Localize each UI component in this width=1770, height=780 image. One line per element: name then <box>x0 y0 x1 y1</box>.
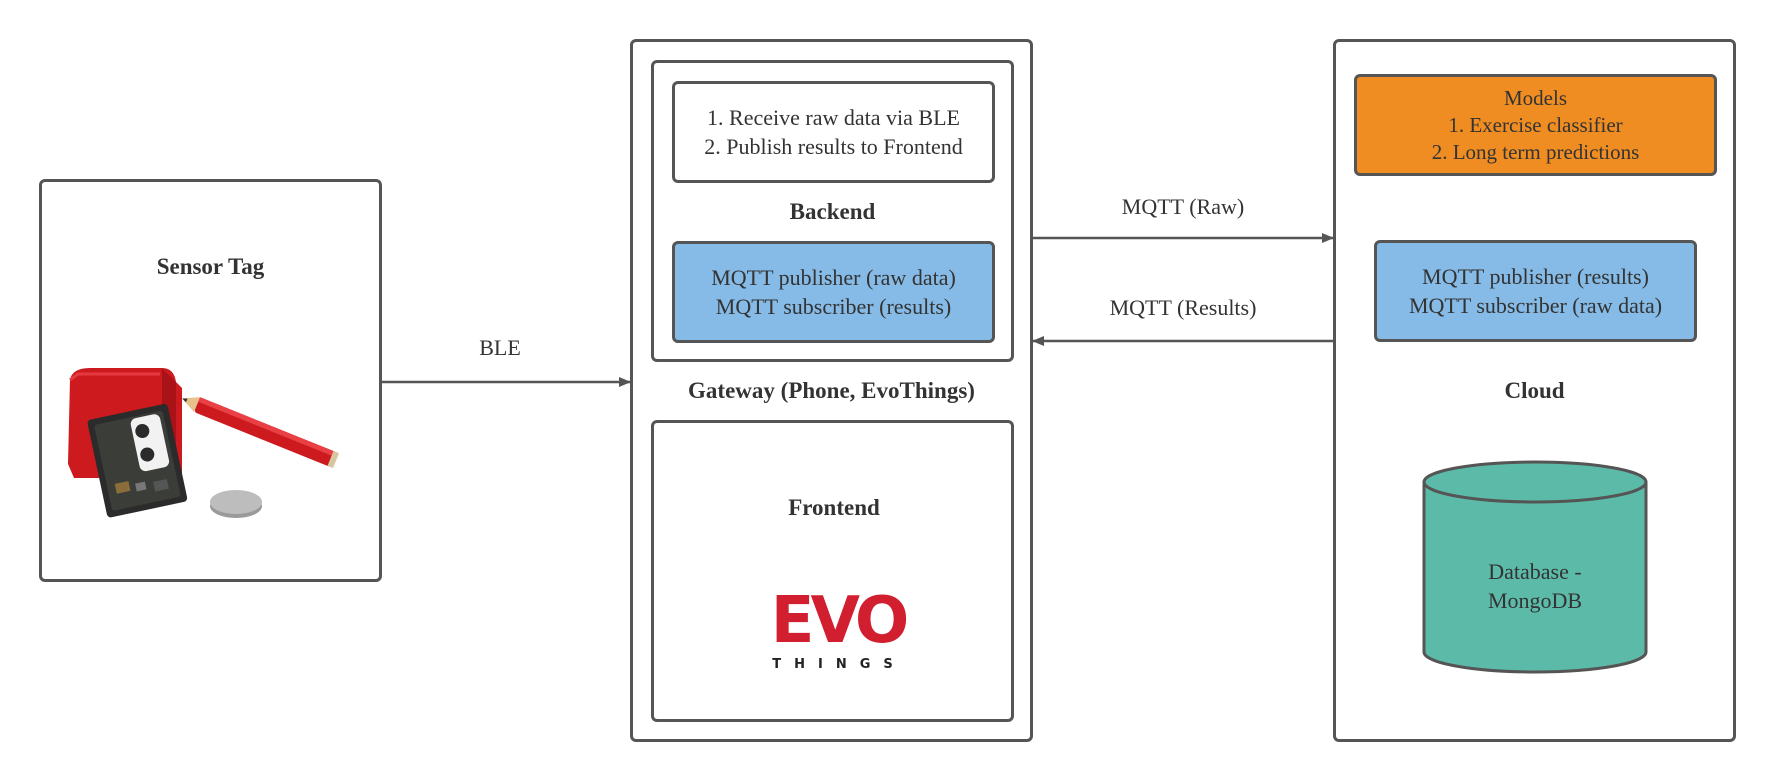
evothings-logo-sub: THINGS <box>772 657 906 672</box>
cloud-mqtt-publisher: MQTT publisher (results) <box>1422 264 1649 289</box>
frontend-title: Frontend <box>788 495 880 520</box>
backend-title: Backend <box>789 199 876 224</box>
backend-step-2: 2. Publish results to Frontend <box>704 134 963 159</box>
database-label-line-2: MongoDB <box>1487 588 1583 613</box>
backend-step-1: 1. Receive raw data via BLE <box>707 105 960 130</box>
models-item-2: 2. Long term predictions <box>1431 139 1640 164</box>
sensor-tag-image <box>68 368 340 518</box>
sensor-tag-title: Sensor Tag <box>156 254 265 279</box>
cloud-mqtt-subscriber: MQTT subscriber (raw data) <box>1408 293 1663 318</box>
frontend-box: Frontend EVO THINGS <box>651 420 1014 722</box>
mqtt-raw-label: MQTT (Raw) <box>1121 194 1245 219</box>
cloud-title: Cloud <box>1504 378 1565 403</box>
cloud-panel: Models 1. Exercise classifier 2. Long te… <box>1333 39 1736 742</box>
database-label: Database - MongoDB <box>1424 554 1646 618</box>
evothings-logo: EVO THINGS <box>759 585 919 675</box>
models-title: Models <box>1504 85 1567 110</box>
evothings-logo-main: EVO <box>770 584 910 658</box>
backend-mqtt-subscriber: MQTT subscriber (results) <box>715 294 952 319</box>
backend-mqtt-box: MQTT publisher (raw data) MQTT subscribe… <box>672 241 995 343</box>
cloud-mqtt-box: MQTT publisher (results) MQTT subscriber… <box>1374 240 1697 342</box>
gateway-panel: 1. Receive raw data via BLE 2. Publish r… <box>630 39 1033 742</box>
models-box: Models 1. Exercise classifier 2. Long te… <box>1354 74 1717 176</box>
mqtt-results-label: MQTT (Results) <box>1109 295 1257 320</box>
ble-label: BLE <box>479 335 521 360</box>
backend-box: 1. Receive raw data via BLE 2. Publish r… <box>651 60 1014 362</box>
gateway-title: Gateway (Phone, EvoThings) <box>688 378 975 403</box>
backend-mqtt-publisher: MQTT publisher (raw data) <box>711 265 956 290</box>
models-item-1: 1. Exercise classifier <box>1448 112 1623 137</box>
database-label-line-1: Database - <box>1488 559 1582 584</box>
backend-steps-box: 1. Receive raw data via BLE 2. Publish r… <box>672 81 995 183</box>
sensor-tag-panel: Sensor Tag <box>39 179 382 582</box>
database-cylinder <box>1422 460 1648 674</box>
